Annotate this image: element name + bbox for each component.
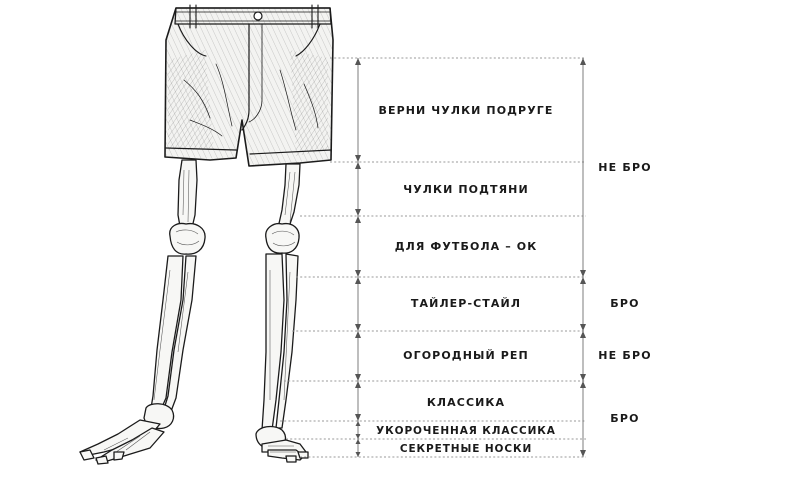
verdict-bro-lower: БРО bbox=[610, 412, 639, 425]
zone-label-classic: КЛАССИКА bbox=[427, 396, 505, 409]
verdict-not-bro-garden: НЕ БРО bbox=[598, 349, 652, 362]
verdict-not-bro-upper: НЕ БРО bbox=[598, 161, 652, 174]
zone-label-secret-socks: СЕКРЕТНЫЕ НОСКИ bbox=[400, 443, 532, 455]
zone-label-pull-stockings: ЧУЛКИ ПОДТЯНИ bbox=[403, 183, 529, 196]
zone-label-tyler-style: ТАЙЛЕР-СТАЙЛ bbox=[411, 297, 521, 310]
zone-labels: ВЕРНИ ЧУЛКИ ПОДРУГЕ ЧУЛКИ ПОДТЯНИ ДЛЯ ФУ… bbox=[376, 104, 556, 455]
verdict-arrows bbox=[580, 58, 586, 457]
skeleton-legs-icon bbox=[79, 159, 309, 465]
shorts-icon bbox=[164, 4, 334, 167]
zone-label-short-classic: УКОРОЧЕННАЯ КЛАССИКА bbox=[376, 425, 556, 437]
guide-lines bbox=[280, 57, 586, 458]
zone-label-garden-rap: ОГОРОДНЫЙ РЕП bbox=[403, 349, 529, 362]
zone-label-return-stockings: ВЕРНИ ЧУЛКИ ПОДРУГЕ bbox=[378, 104, 553, 117]
zone-label-football-ok: ДЛЯ ФУТБОЛА – ОК bbox=[395, 240, 538, 253]
verdict-bro-tyler: БРО bbox=[610, 297, 639, 310]
verdict-labels: НЕ БРО БРО НЕ БРО БРО bbox=[598, 161, 652, 425]
zone-arrows bbox=[355, 58, 361, 457]
